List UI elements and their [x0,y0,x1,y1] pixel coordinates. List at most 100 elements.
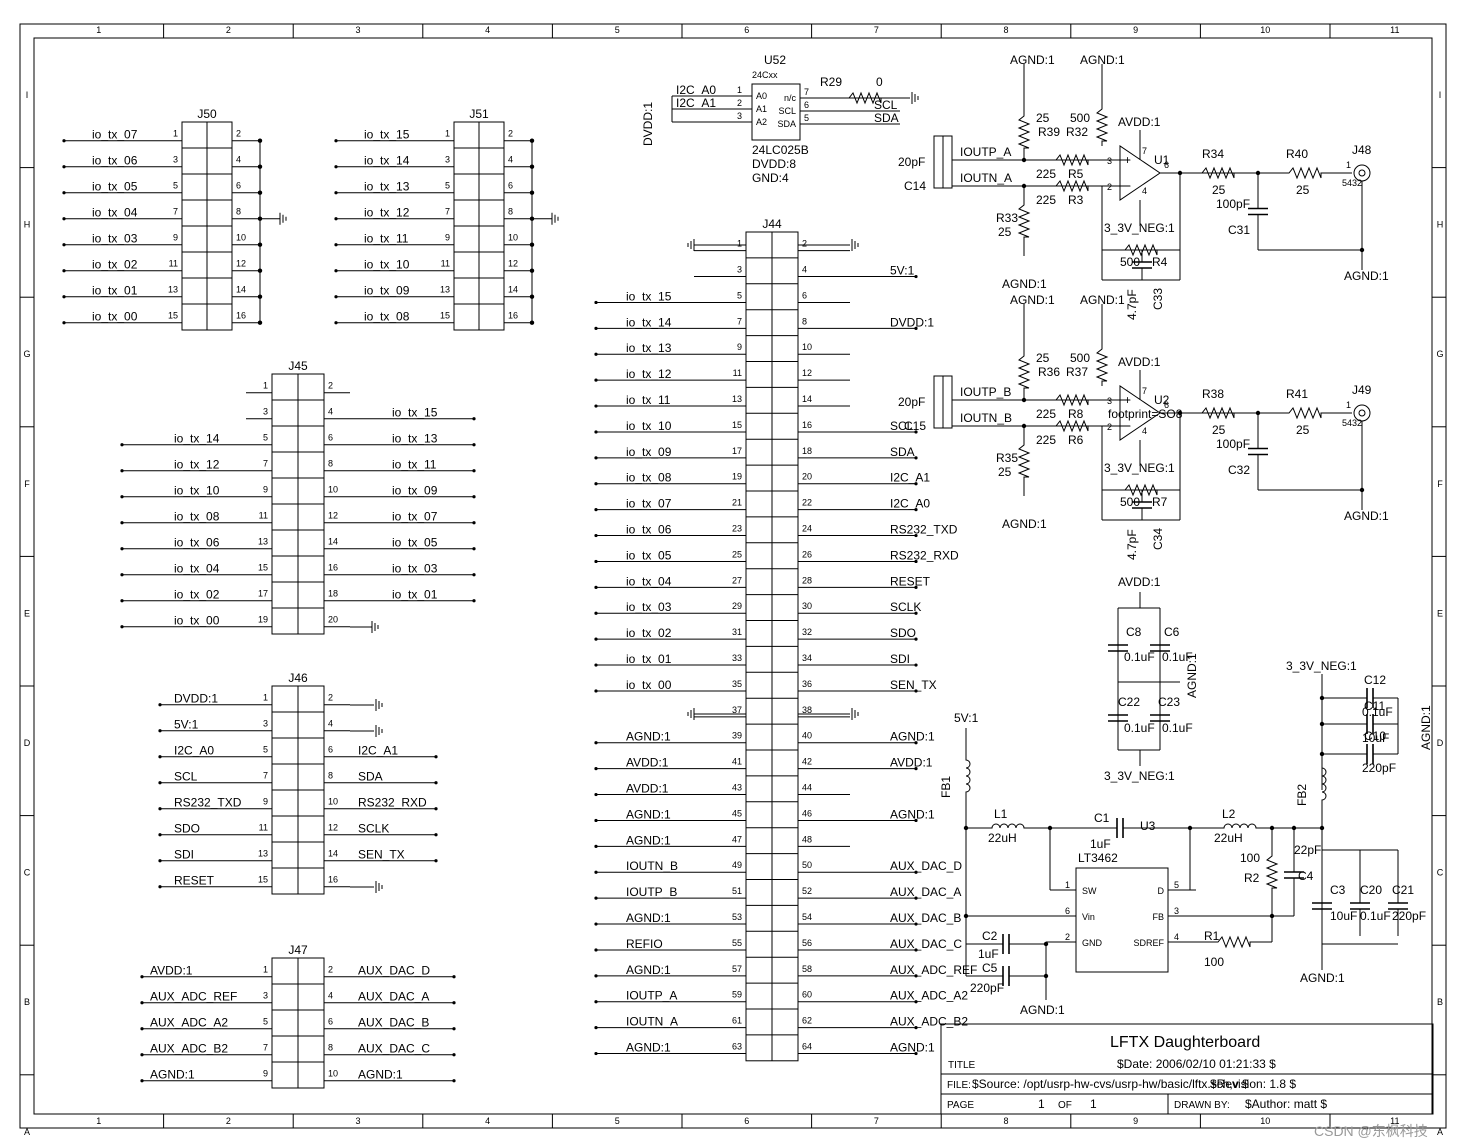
pin-number: 19 [258,615,268,625]
junction-dot [257,320,263,325]
wire-end [452,1053,456,1057]
wire-end [62,139,66,143]
wire-end [914,1026,918,1030]
wire-end [472,573,476,577]
pin-number: 18 [328,589,338,599]
wire-end [158,703,162,707]
wire-end [120,521,124,525]
connector-ref: J49 [1352,383,1372,397]
wire-end [158,807,162,811]
pin-number: 30 [802,601,812,611]
drawn-by-caption: DRAWN BY: [1174,1100,1230,1111]
capacitor-value: 0.1uF [1162,650,1193,664]
coax-pin [1358,169,1366,177]
wire-end [914,818,918,823]
net-label: io_tx_03 [626,600,672,614]
wire-end [140,1079,144,1083]
net-label: AVDD:1 [626,782,669,796]
pin-number: 40 [802,731,812,741]
resistor-value: 25 [1296,423,1310,437]
inductor-ref: L2 [1222,807,1236,821]
zone-col: 2 [226,25,231,35]
resistor [1102,483,1180,497]
net-label: io_tx_06 [92,154,138,168]
zone-row: C [24,868,31,878]
file-source: $Source: /opt/usrp-hw-cvs/usrp-hw/basic/… [972,1077,1249,1091]
net-label: RESET [174,874,215,888]
ground-symbol [687,239,695,251]
pin-number: 52 [802,886,812,896]
net-label: AGND:1 [626,1041,671,1055]
capacitor-value: 220pF [1362,761,1396,775]
pin-number: 7 [263,1043,268,1053]
resistor [1017,344,1031,400]
revision-field: $Revision: 1.8 $ [1210,1077,1296,1091]
net-label: AVDD:1 [150,964,193,978]
pin-number: 3 [263,719,268,729]
zone-row: E [1437,608,1443,618]
net-label: io_tx_03 [392,562,438,576]
date-field: $Date: 2006/02/10 01:21:33 $ [1117,1057,1276,1071]
pin-number: 11 [259,823,268,833]
pin-number: 42 [802,757,812,767]
pin-number: 54 [802,912,812,922]
pin-number: 3 [737,111,742,121]
net-label: io_tx_02 [174,588,220,602]
zone-row: I [26,90,29,100]
pin-number: 3 [1107,396,1112,406]
pin-number: 15 [440,311,450,321]
net-label: io_tx_11 [626,393,671,407]
net-label: SCLK [358,822,389,836]
wire-end [594,663,598,667]
net-label: 3_3V_NEG:1 [1104,221,1175,235]
pin-number: 7 [263,771,268,781]
wire-end [914,533,918,538]
pin-number: 17 [258,589,268,599]
inductor-value: 22uH [1214,831,1243,845]
resistor-ref: R4 [1152,255,1168,269]
pin-number: 12 [328,823,338,833]
junction-dot [257,164,263,169]
net-label: AUX_ADC_A2 [890,989,968,1003]
wire-end [594,533,598,538]
pin-number: 49 [732,860,742,870]
zone-col: 9 [1133,1116,1138,1126]
connector-ref: J45 [288,359,308,373]
junction-dot [257,242,263,247]
wire-end [594,948,598,952]
resistor-ref: R32 [1066,125,1088,139]
pin-number: 9 [173,233,178,243]
net-label: io_tx_02 [92,258,138,272]
net-label: AVDD:1 [1118,355,1161,369]
zone-col: 2 [226,1116,231,1126]
pin-number: 35 [732,679,742,689]
pin-name: A1 [756,104,767,114]
pin-number: 13 [258,849,268,859]
net-label: SCL [890,419,914,433]
zone-row: F [24,479,30,489]
pin-number: 3 [173,155,178,165]
opamp-plus: + [1124,393,1131,407]
zone-row: G [23,349,30,359]
pin-name: FB [1152,912,1164,922]
net-label: io_tx_13 [626,341,672,355]
pin-number: 33 [732,653,742,663]
capacitor-value: 20pF [898,395,925,409]
pin-number: 8 [236,207,241,217]
pin-number: 64 [802,1042,812,1052]
wire-end [472,599,476,603]
wire-end [140,1053,144,1057]
net-label: AGND:1 [1080,293,1125,307]
ic-part-number: 24LC025B [752,143,809,157]
pin-number: 7 [804,87,809,97]
resistor [1017,186,1031,256]
pin-name: SW [1082,886,1097,896]
net-label: AGND:1 [1185,653,1199,698]
pin-number: 3 [1107,156,1112,166]
ic-part: LT3462 [1078,851,1118,865]
net-label: AUX_DAC_A [358,990,429,1004]
net-label: SEN_TX [890,678,937,692]
net-label: SEN_TX [358,848,405,862]
file-caption: FILE: [947,1080,971,1091]
resistor-value: 225 [1036,433,1056,447]
